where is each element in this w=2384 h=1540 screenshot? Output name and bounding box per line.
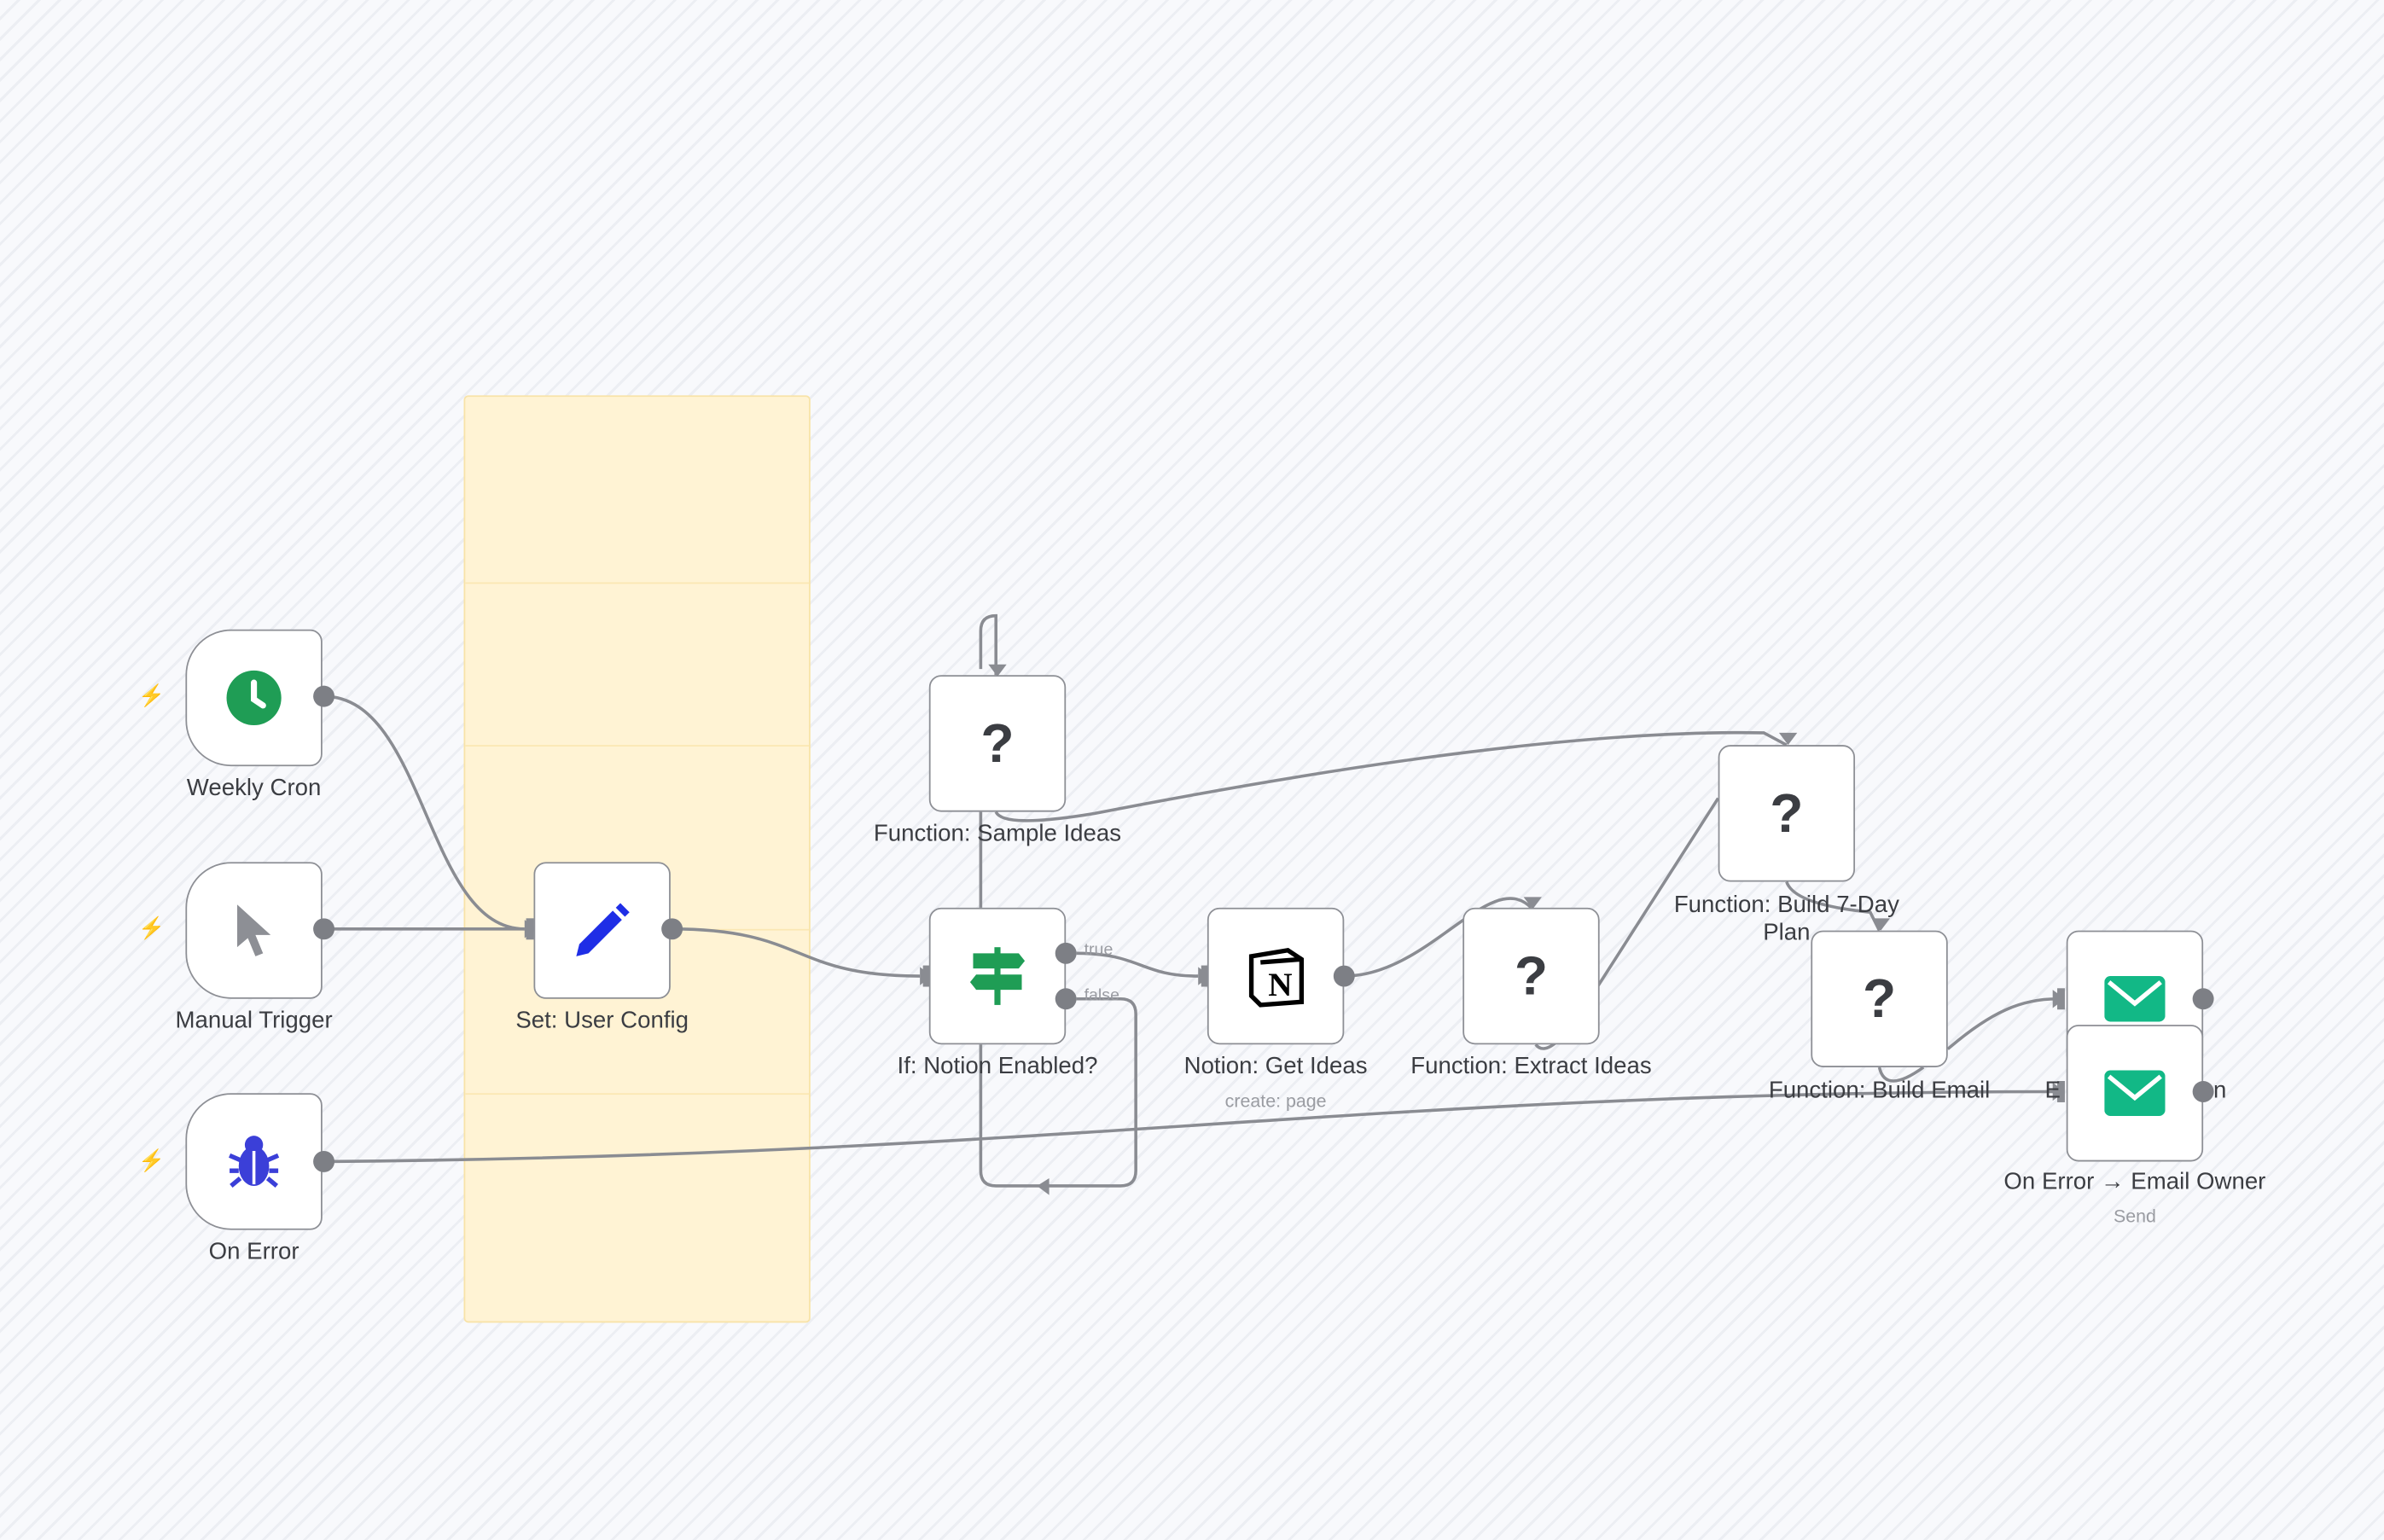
output-port[interactable]	[2192, 988, 2214, 1010]
node-on-error[interactable]	[185, 1093, 323, 1230]
node-if-notion-enabled[interactable]	[928, 907, 1067, 1045]
edge-onerror-owner	[323, 1090, 2058, 1164]
node-label: Notion: Get Ideas	[1183, 1053, 1368, 1080]
bug-icon	[229, 1136, 280, 1188]
envelope-icon	[2104, 1070, 2166, 1116]
svg-text:N: N	[1268, 967, 1292, 1003]
output-port-true[interactable]	[1055, 942, 1077, 964]
output-port[interactable]	[1333, 965, 1355, 987]
edge-sample-plan	[994, 730, 1788, 822]
node-label: If: Notion Enabled?	[897, 1053, 1098, 1080]
trigger-bolt-icon: ⚡	[138, 1148, 166, 1172]
overlapping-label-fragment: E	[2044, 1078, 2061, 1104]
unknown-node-icon: ?	[1514, 944, 1549, 1007]
node-function-extract-ideas[interactable]: ?	[1462, 907, 1600, 1045]
overlapping-label-fragment: n	[2213, 1078, 2227, 1104]
unknown-node-icon: ?	[1770, 781, 1804, 845]
node-manual-trigger[interactable]	[185, 862, 323, 999]
unknown-node-icon: ?	[980, 711, 1015, 775]
node-function-build-plan[interactable]: ?	[1718, 745, 1856, 882]
node-label: Function: Build 7-Day Plan	[1673, 892, 1899, 946]
node-weekly-cron[interactable]	[185, 629, 323, 767]
edge-sample-loop	[979, 613, 997, 676]
edge-buildemail-send	[1946, 997, 2058, 1050]
node-label: Weekly Cron	[186, 775, 322, 802]
node-set-user-config[interactable]	[533, 862, 671, 999]
output-port[interactable]	[313, 1150, 335, 1172]
notion-icon: N	[1248, 947, 1305, 1008]
edge-if-true-notion	[1076, 951, 1199, 978]
false-branch-label: false	[1084, 986, 1119, 1005]
output-port[interactable]	[661, 918, 683, 940]
clock-icon	[226, 670, 282, 726]
output-port[interactable]	[313, 918, 335, 940]
node-label: On Error	[208, 1239, 299, 1265]
cursor-icon	[236, 904, 271, 956]
trigger-bolt-icon: ⚡	[138, 915, 166, 940]
node-label: Manual Trigger	[175, 1008, 333, 1034]
node-subtitle: create: page	[1224, 1090, 1327, 1112]
unknown-node-icon: ?	[1862, 967, 1897, 1030]
pencil-icon	[576, 903, 630, 956]
output-port[interactable]	[2192, 1081, 2214, 1102]
node-label: Function: Build Email	[1768, 1078, 1991, 1104]
node-function-sample-ideas[interactable]: ?	[928, 675, 1067, 812]
edge-plan-email	[1785, 880, 1881, 932]
node-label: Function: Sample Ideas	[873, 821, 1122, 847]
output-port[interactable]	[313, 685, 335, 707]
edge-notion-extract	[1344, 897, 1532, 978]
trigger-bolt-icon: ⚡	[138, 683, 166, 707]
node-label: Function: Extract Ideas	[1410, 1053, 1652, 1080]
true-branch-label: true	[1084, 941, 1114, 960]
node-function-build-email[interactable]: ?	[1811, 930, 1948, 1067]
node-notion-get-ideas[interactable]: N	[1207, 907, 1345, 1045]
edge-cron-set	[323, 694, 525, 931]
output-port-false[interactable]	[1055, 988, 1077, 1010]
node-label: Set: User Config	[515, 1008, 689, 1034]
node-on-error-email-owner[interactable]	[2066, 1025, 2204, 1162]
edge-set-if	[672, 927, 921, 978]
signpost-icon	[969, 947, 1026, 1005]
node-label: On Error → Email Owner	[2003, 1169, 2266, 1195]
edge-buildemail-loop	[1877, 1066, 1925, 1083]
edge-if-false-loop	[979, 997, 1137, 1188]
envelope-icon	[2104, 976, 2166, 1022]
node-subtitle: Send	[2113, 1206, 2156, 1228]
